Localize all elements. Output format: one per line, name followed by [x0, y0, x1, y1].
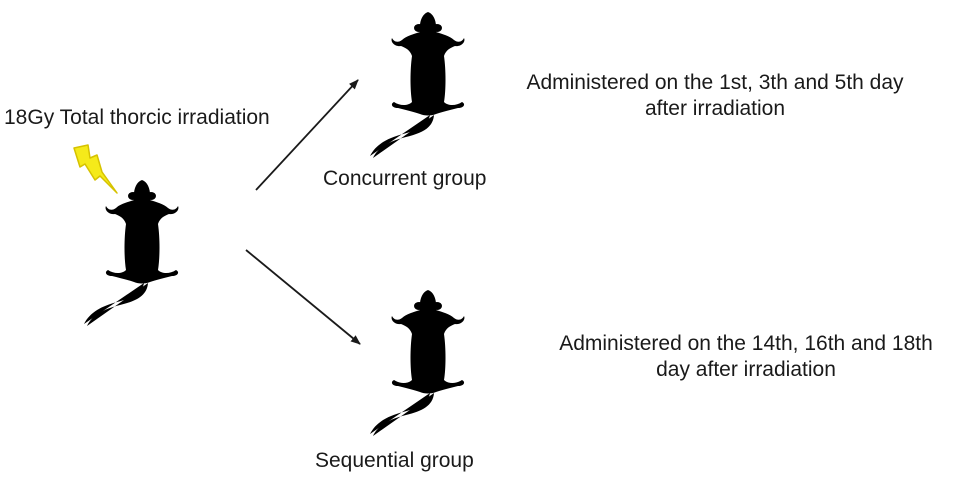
mouse-icon: [84, 180, 179, 326]
mouse-icon: [370, 12, 465, 158]
sequential-schedule-line-2: day after irradiation: [656, 358, 836, 381]
irradiation-label: 18Gy Total thorcic irradiation: [4, 106, 270, 129]
concurrent-group-label: Concurrent group: [323, 167, 487, 190]
lightning-icon: [73, 144, 118, 194]
sequential-schedule-line-1: Administered on the 14th, 16th and 18th: [559, 332, 933, 355]
arrow-icon: [255, 79, 359, 191]
sequential-group-label: Sequential group: [315, 449, 474, 472]
concurrent-schedule-line-1: Administered on the 1st, 3th and 5th day: [526, 71, 904, 94]
concurrent-schedule-line-2: after irradiation: [644, 97, 786, 120]
concurrent-schedule-text: Administered on the 1st, 3th and 5th day…: [500, 70, 930, 122]
sequential-schedule-text: Administered on the 14th, 16th and 18th …: [532, 331, 960, 383]
arrow-icon: [245, 249, 361, 345]
mouse-icon: [370, 290, 465, 436]
